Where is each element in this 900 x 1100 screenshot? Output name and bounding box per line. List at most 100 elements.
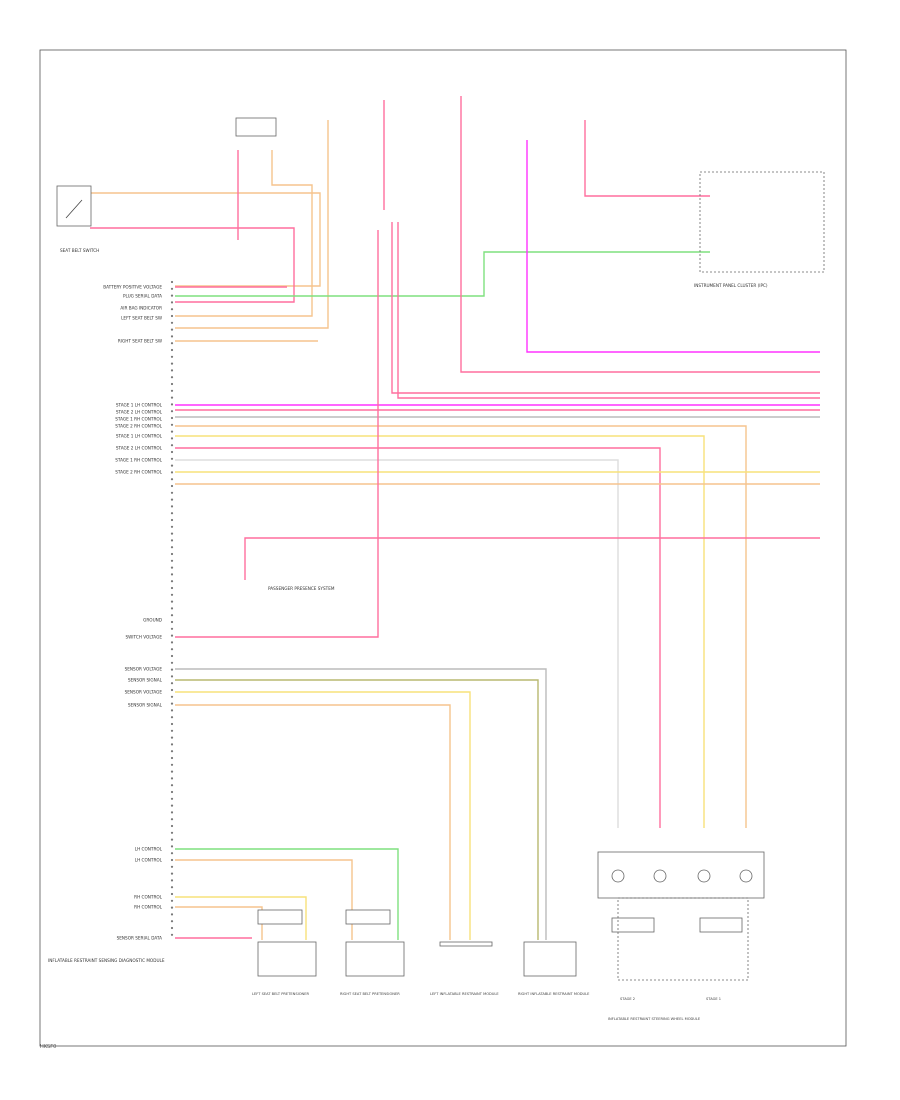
- connector-pin: [170, 627, 174, 630]
- pin-label: BATTERY POSITIVE VOLTAGE: [103, 285, 162, 290]
- wire-pink-switch: [175, 230, 379, 638]
- connector-pin: [170, 770, 174, 773]
- connector-pin: [170, 586, 174, 590]
- wire-orange-3: [175, 120, 329, 329]
- squib-3: [697, 869, 711, 883]
- connector-pin: [170, 892, 174, 896]
- connector-pin: [170, 396, 174, 399]
- connector-pin: [170, 852, 174, 855]
- connector-pin: [170, 682, 174, 685]
- page-border: [39, 49, 847, 1047]
- wire-sensor-2: [175, 679, 539, 940]
- wire-sensor-3: [175, 691, 471, 940]
- connector-pin: [170, 648, 174, 651]
- connector-pin: [170, 804, 174, 807]
- connector-pin: [170, 736, 174, 739]
- squib-1: [611, 869, 625, 883]
- connector-pin: [170, 410, 174, 413]
- steering-label: INFLATABLE RESTRAINT STEERING WHEEL MODU…: [608, 1017, 701, 1021]
- connector-pin: [170, 661, 174, 664]
- connector-pin: [170, 777, 174, 780]
- connector-pin: [170, 709, 174, 712]
- connector-pin: [170, 858, 174, 862]
- connector-pin: [170, 879, 174, 882]
- wire-control-2: [175, 859, 353, 940]
- stage-box: [617, 897, 749, 981]
- wire-control-3: [175, 896, 307, 940]
- connector-pin: [170, 287, 174, 290]
- connector-pin: [170, 872, 174, 875]
- wire-stage-7: [175, 459, 619, 828]
- top-switch-box: [235, 117, 277, 137]
- connector-pin: [170, 763, 174, 766]
- module-label: INFLATABLE RESTRAINT SENSING DIAGNOSTIC …: [48, 958, 165, 963]
- footer-code: HKSF0: [40, 1044, 57, 1050]
- wire-pink-1: [90, 227, 295, 303]
- wire-pink-long: [244, 537, 820, 580]
- connector-pin: [170, 797, 174, 800]
- connector-pin: [170, 382, 174, 386]
- connector-pin: [170, 450, 174, 454]
- wire-pink-6: [391, 222, 820, 394]
- pin-label: RIGHT SEAT BELT SW: [118, 339, 162, 344]
- connector-pin: [170, 539, 174, 542]
- wire-sensor-4: [175, 704, 451, 940]
- pin-label: STAGE 1 LH CONTROL: [116, 434, 163, 439]
- connector-pin: [170, 913, 174, 916]
- connector-pin: [170, 784, 174, 787]
- wire-sensor-1: [175, 668, 547, 940]
- connector-pin: [170, 552, 174, 556]
- pin-label: RH CONTROL: [134, 895, 163, 900]
- connector-pin: [170, 369, 174, 372]
- connector-pin: [170, 566, 174, 569]
- connector-pin: [170, 518, 174, 522]
- connector-pin: [170, 688, 174, 692]
- connector-pin: [170, 444, 174, 447]
- right-side-module-box: [523, 941, 577, 977]
- pin-label: SENSOR SERIAL DATA: [117, 936, 163, 941]
- connector-pin: [170, 457, 174, 460]
- wire-magenta-1: [526, 140, 820, 353]
- wire-stage-5: [175, 435, 705, 828]
- pin-label: STAGE 2 LH CONTROL: [116, 446, 163, 451]
- connector-pin: [170, 362, 174, 365]
- ipc-box: [699, 171, 825, 273]
- connector-pin: [170, 750, 174, 753]
- connector-pin: [170, 906, 174, 909]
- connector-pin: [170, 546, 174, 549]
- connector-pin: [170, 634, 174, 637]
- connector-pin: [170, 933, 174, 936]
- connector-pin: [170, 335, 174, 338]
- stage-2-label: STAGE 2: [620, 997, 635, 1001]
- wire-pink-ipc: [584, 120, 710, 197]
- pin-label: LH CONTROL: [135, 858, 163, 863]
- component-labels: SEAT BELT SWITCH INFLATABLE RESTRAINT SE…: [48, 248, 768, 1021]
- connector-pin: [170, 301, 174, 304]
- seat-belt-switch-box: [56, 185, 92, 227]
- connector-pin: [170, 525, 174, 528]
- connector-pin: [170, 756, 174, 760]
- connector-pin: [170, 811, 174, 814]
- wire-control-4: [175, 906, 263, 940]
- pin-label: LEFT SEAT BELT SW: [121, 316, 162, 321]
- wire-green-serial: [175, 251, 710, 297]
- connector-pin: [170, 464, 174, 467]
- connector-pin: [170, 818, 174, 821]
- connector-pin: [170, 600, 174, 603]
- connector-pin: [170, 824, 174, 828]
- connector-pin: [170, 328, 174, 331]
- ipc-label: INSTRUMENT PANEL CLUSTER (IPC): [694, 283, 768, 288]
- right-pretensioner-box: [345, 941, 405, 977]
- connector-pin: [170, 532, 174, 535]
- wire-pink-7: [397, 222, 820, 399]
- pin-label: AIR BAG INDICATOR: [120, 306, 162, 311]
- connector-pin: [170, 484, 174, 488]
- connector-pin: [170, 348, 174, 352]
- stage-1-label: STAGE 1: [706, 997, 721, 1001]
- pin-label: SENSOR VOLTAGE: [125, 667, 163, 672]
- pin-label: GROUND: [143, 618, 162, 623]
- connector-pin: [170, 614, 174, 617]
- connector-pin: [170, 831, 174, 834]
- wire-stage-4: [175, 425, 747, 828]
